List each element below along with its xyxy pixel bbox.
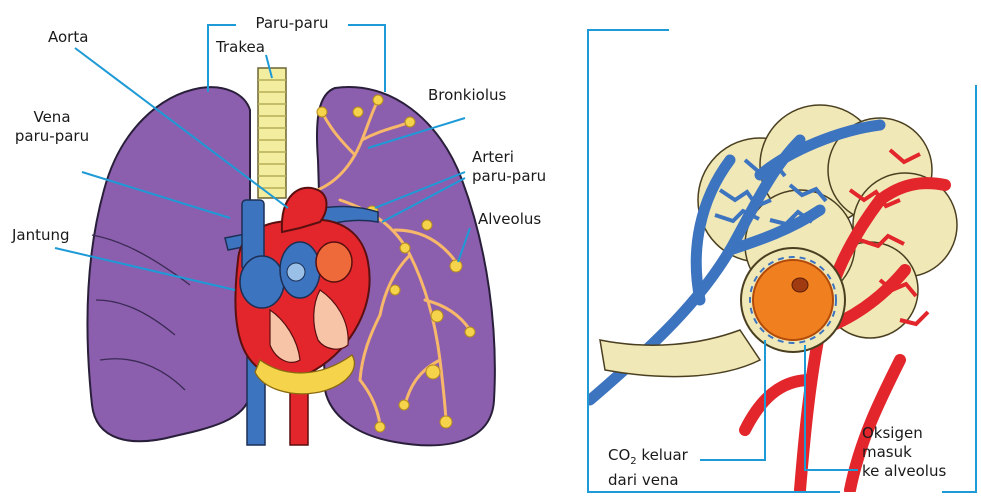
alveoli-clusters bbox=[316, 94, 476, 433]
label-arteri-paru-paru: Arteri paru-paru bbox=[472, 148, 546, 186]
label-paru-paru: Paru-paru bbox=[255, 14, 329, 32]
label-bronkiolus: Bronkiolus bbox=[428, 86, 507, 104]
label-aorta: Aorta bbox=[48, 28, 89, 46]
label-alveolus: Alveolus bbox=[478, 210, 542, 228]
label-jantung: Jantung bbox=[12, 226, 70, 244]
paru-paru-bracket bbox=[207, 24, 386, 92]
label-vena-paru-paru: Vena paru-paru bbox=[6, 108, 98, 146]
aortic-arch bbox=[280, 186, 328, 234]
label-trakea: Trakea bbox=[216, 38, 265, 56]
closeup-frame bbox=[587, 29, 977, 493]
label-co2-line1: CO2 keluar bbox=[608, 446, 688, 471]
label-oksigen-line3: ke alveolus bbox=[862, 462, 947, 480]
co2-subscript: 2 bbox=[630, 456, 637, 467]
co2-rest: keluar bbox=[636, 446, 688, 464]
alveolus-cross-section bbox=[740, 247, 846, 353]
venous-mesh bbox=[714, 158, 828, 227]
label-co2-line2: dari vena bbox=[608, 471, 679, 489]
bronchioles bbox=[298, 98, 472, 427]
label-co2-keluar: CO2 keluar dari vena bbox=[608, 446, 688, 490]
label-arteri-line1: Arteri bbox=[472, 148, 514, 166]
label-arteri-line2: paru-paru bbox=[472, 167, 547, 185]
leader-lines-left bbox=[54, 47, 471, 291]
bronchiole-stem bbox=[599, 329, 762, 378]
arterial-mesh bbox=[848, 148, 930, 327]
lungs-illustration bbox=[86, 67, 496, 447]
label-oksigen-line2: masuk bbox=[862, 443, 912, 461]
co2-prefix: CO bbox=[608, 446, 631, 464]
alveoli-closeup bbox=[588, 104, 958, 492]
heart bbox=[234, 186, 371, 395]
leader-lines-right bbox=[700, 340, 858, 471]
label-vena-line1: Vena bbox=[33, 108, 71, 126]
trachea bbox=[257, 67, 287, 199]
label-oksigen-line1: Oksigen bbox=[862, 424, 923, 442]
label-oksigen-masuk: Oksigen masuk ke alveolus bbox=[862, 424, 946, 481]
label-vena-line2: paru-paru bbox=[14, 127, 90, 145]
left-lung bbox=[86, 86, 251, 443]
